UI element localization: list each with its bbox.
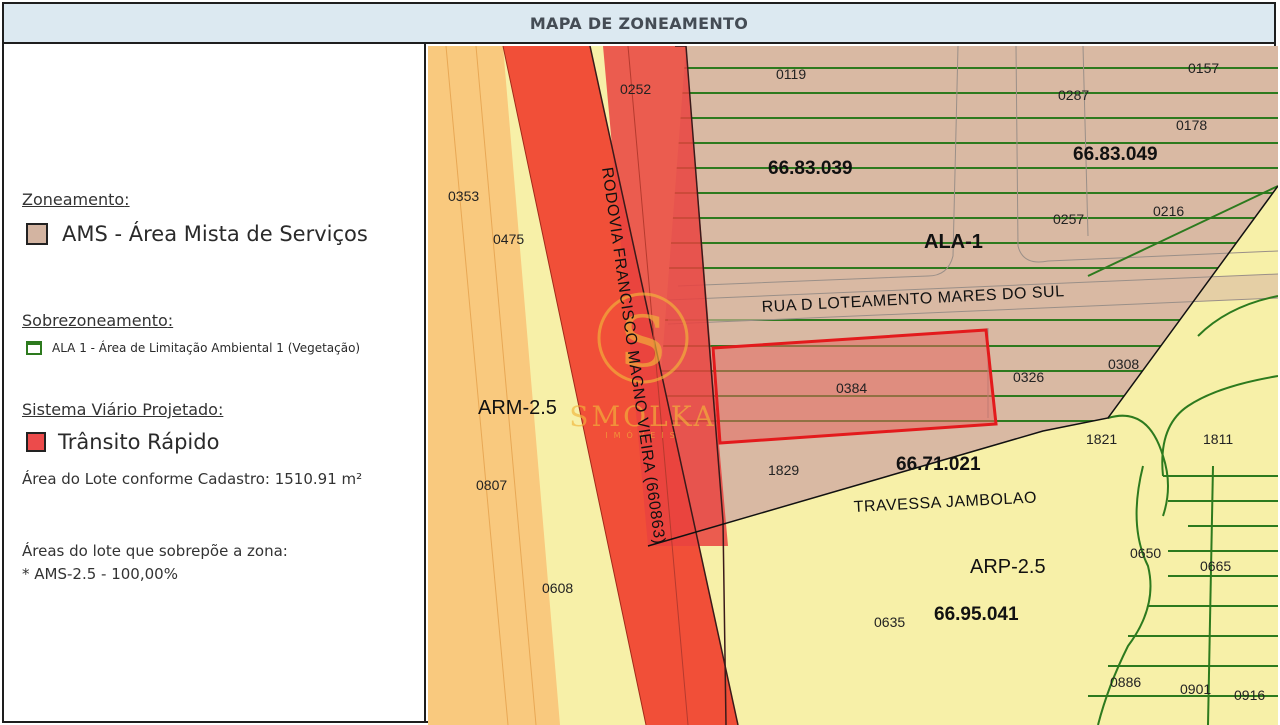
lot-1821: 1821: [1086, 431, 1117, 447]
watermark-name: SMOLKA: [569, 400, 716, 433]
lot-0216: 0216: [1153, 203, 1184, 219]
lot-1811: 1811: [1203, 431, 1233, 447]
road-edge-left: [502, 46, 647, 725]
legend-panel: Zoneamento: AMS - Área Mista de Serviços…: [4, 44, 426, 721]
zone-label-arp: ARP-2.5: [970, 556, 1046, 578]
lot-area-text: Área do Lote conforme Cadastro: 1510.91 …: [22, 470, 363, 488]
lot-0384: 0384: [836, 380, 867, 396]
lot-0308: 0308: [1108, 356, 1139, 372]
legend-zoneamento-label: AMS - Área Mista de Serviços: [62, 222, 368, 246]
road-centerline: [627, 46, 689, 725]
lot-0650: 0650: [1130, 545, 1161, 561]
lot-0665: 0665: [1200, 558, 1231, 574]
ams-swatch-icon: [26, 223, 48, 245]
block-label-1: 66.83.039: [768, 158, 853, 179]
lot-0886: 0886: [1110, 674, 1141, 690]
lot-0119: 0119: [776, 66, 806, 82]
lot-0608: 0608: [542, 580, 573, 596]
lot-0157: 0157: [1188, 60, 1219, 76]
legend-viario-title: Sistema Viário Projetado:: [22, 400, 224, 419]
zoning-map[interactable]: S SMOLKA IMÓVEIS RODOVIA FRANCISCO MAGNO…: [428, 46, 1278, 725]
panel-header: MAPA DE ZONEAMENTO: [4, 4, 1274, 44]
lot-0252: 0252: [620, 81, 651, 97]
lot-0178: 0178: [1176, 117, 1207, 133]
overlap-title: Áreas do lote que sobrepõe a zona:: [22, 542, 288, 560]
legend-viario-label: Trânsito Rápido: [58, 430, 220, 454]
block-label-3: 66.71.021: [896, 454, 981, 475]
zone-label-arm: ARM-2.5: [478, 397, 557, 419]
road-edge: [589, 46, 739, 725]
road-right-of-way: [503, 46, 738, 725]
lot-0635: 0635: [874, 614, 905, 630]
watermark-logo: S SMOLKA IMÓVEIS: [569, 292, 716, 440]
zone-boundary: [647, 185, 1278, 547]
street-band: [668, 274, 1278, 324]
arm-boundary-line-2: [475, 46, 537, 725]
lot-0807: 0807: [476, 477, 507, 493]
lot-0353: 0353: [448, 188, 479, 204]
legend-sobrezoneamento-title: Sobrezoneamento:: [22, 311, 174, 330]
lot-0475: 0475: [493, 231, 524, 247]
legend-viario-item: Trânsito Rápido: [26, 430, 219, 454]
legend-sobrezoneamento-item: ALA 1 - Área de Limitação Ambiental 1 (V…: [26, 341, 360, 355]
legend-zoneamento-item: AMS - Área Mista de Serviços: [26, 222, 368, 246]
block-label-4: 66.95.041: [934, 604, 1019, 625]
watermark-sub: IMÓVEIS: [605, 429, 680, 440]
lot-0287: 0287: [1058, 87, 1089, 103]
block-label-2: 66.83.049: [1073, 144, 1158, 165]
parcel-lines: [667, 46, 1278, 418]
lot-1829: 1829: [768, 462, 799, 478]
legend-zoneamento-title: Zoneamento:: [22, 190, 130, 209]
arp-vegetation-lines: [1088, 295, 1278, 725]
watermark-letter: S: [619, 301, 667, 383]
lot-0916: 0916: [1234, 687, 1265, 703]
selected-lot[interactable]: [711, 328, 998, 445]
ala-swatch-icon: [26, 341, 42, 355]
legend-sobrezoneamento-label: ALA 1 - Área de Limitação Ambiental 1 (V…: [52, 341, 361, 355]
map-canvas[interactable]: S SMOLKA IMÓVEIS RODOVIA FRANCISCO MAGNO…: [428, 46, 1278, 725]
overlap-item: * AMS-2.5 - 100,00%: [22, 565, 178, 583]
lot-0257: 0257: [1053, 211, 1084, 227]
page-title: MAPA DE ZONEAMENTO: [529, 13, 749, 33]
lot-0326: 0326: [1013, 369, 1044, 385]
lot-0901: 0901: [1180, 681, 1211, 697]
road-edge-right: [675, 46, 727, 725]
transito-swatch-icon: [26, 432, 46, 452]
ala-outline: [1087, 185, 1278, 517]
arm-boundary-line: [445, 46, 509, 725]
zone-label-ala: ALA-1: [924, 231, 983, 253]
